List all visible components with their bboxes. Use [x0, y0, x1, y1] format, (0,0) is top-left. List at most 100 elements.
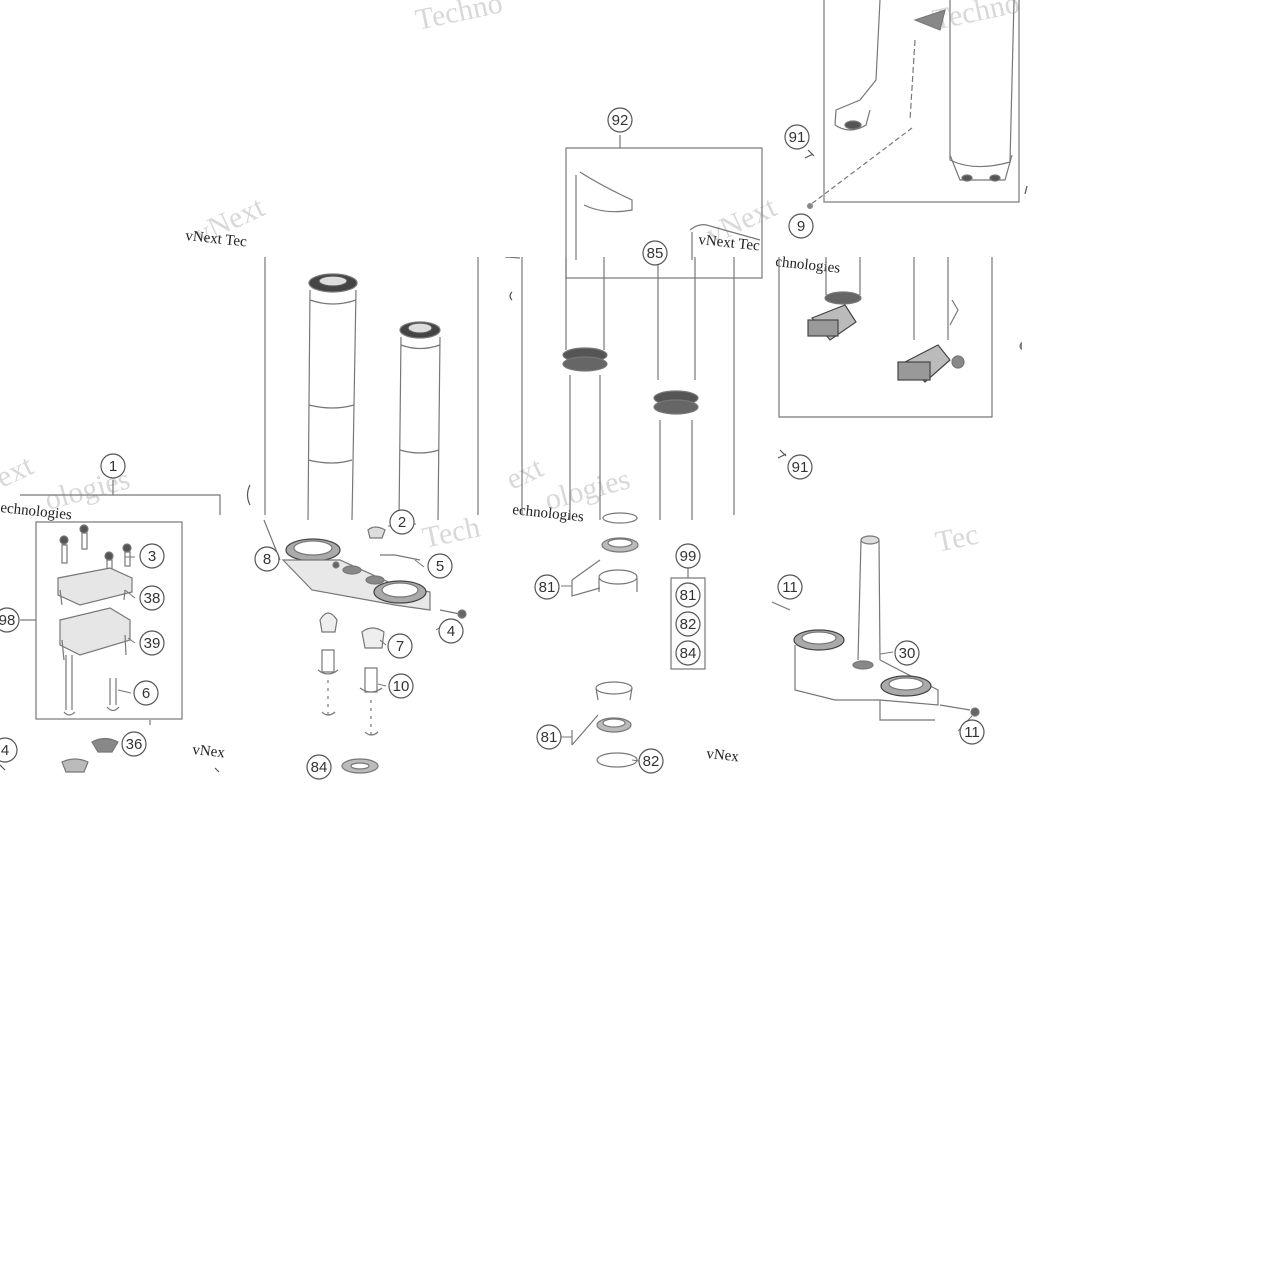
callout-label: 10: [393, 678, 410, 695]
callout-circle: [139, 630, 165, 656]
watermark-word-top: Techno: [413, 0, 506, 37]
callout-circle: [784, 124, 810, 150]
callout-circle: [306, 754, 332, 780]
callout-c99: 99: [675, 543, 701, 569]
watermark-short-right: vNex: [706, 746, 740, 765]
callout-label: 30: [899, 645, 916, 662]
callout-c36: 36: [121, 731, 147, 757]
callout-label: 3: [148, 548, 156, 565]
callout-c4a: 4: [0, 737, 18, 763]
panel-frame: [823, 0, 1020, 203]
callout-c81c: 81: [536, 724, 562, 750]
inner-tube-right: [653, 257, 699, 520]
callout-circle: [139, 585, 165, 611]
callout-circle: [100, 453, 126, 479]
callout-label: 7: [396, 638, 404, 655]
watermark-word-mid: Tech: [420, 511, 483, 555]
callout-circle: [133, 680, 159, 706]
callout-label: 82: [680, 616, 697, 633]
watermark-word-topright: Techno: [930, 0, 1023, 37]
bushing-left: [317, 649, 339, 675]
axle-clamp-right: [897, 257, 965, 383]
callout-circle: [607, 107, 633, 133]
callout-label: 38: [144, 590, 161, 607]
callout-circle: [121, 731, 147, 757]
callout-circle: [536, 724, 562, 750]
callout-c91a: 91: [784, 124, 810, 150]
callout-c81a: 81: [534, 574, 560, 600]
callout-circle: [139, 543, 165, 569]
fork-cap-panel: [565, 135, 763, 279]
callout-c84a: 84: [675, 640, 701, 666]
callout-circle: [0, 607, 20, 633]
callout-c4b: 4: [438, 618, 464, 644]
callout-label: 84: [680, 645, 697, 662]
watermark-fragment-left: vNext Tec: [185, 228, 248, 250]
callout-c10: 10: [388, 673, 414, 699]
watermark-labels: vNext Tec vNext Tec chnologies echnologi…: [0, 228, 841, 765]
watermark-ext-a: ext: [0, 449, 39, 495]
bearing-cup-upper: [319, 612, 338, 633]
callout-circle: [638, 748, 664, 774]
callout-circle: [642, 240, 668, 266]
callout-circle: [777, 574, 803, 600]
callout-label: 9: [797, 218, 805, 235]
fork-tube-assembly: [246, 257, 1022, 521]
callout-label: 11: [964, 724, 980, 741]
watermark-fragment-right: vNext Tec: [698, 232, 761, 254]
callout-label: 5: [436, 558, 444, 575]
callout-c38: 38: [139, 585, 165, 611]
callout-label: 84: [311, 759, 328, 776]
callout-c84b: 84: [306, 754, 332, 780]
callout-circle: [787, 454, 813, 480]
callout-label: 39: [144, 635, 161, 652]
upper-clamp: [57, 567, 133, 606]
callout-c11a: 11: [777, 574, 803, 600]
callout-circle: [389, 509, 415, 535]
upper-fork-leg-panel: [804, 0, 1028, 209]
callout-circle: [387, 633, 413, 659]
callout-c91b: 91: [787, 454, 813, 480]
callout-circle: [534, 574, 560, 600]
callout-circle: [675, 611, 701, 637]
callout-c82a: 82: [675, 611, 701, 637]
callout-circle: [788, 213, 814, 239]
callout-label: 36: [126, 736, 143, 753]
bushing-right: [359, 667, 383, 693]
watermark-fragment-echnologies: echnologies: [0, 500, 73, 523]
watermark-short-left: vNex: [192, 742, 226, 761]
callout-circle: [675, 640, 701, 666]
callout-c5: 5: [427, 553, 453, 579]
callout-c8: 8: [254, 546, 280, 572]
upper-triple-clamp: [771, 535, 980, 721]
callout-c30: 30: [894, 640, 920, 666]
callout-c11b: 11: [959, 719, 985, 745]
callout-circle: [388, 673, 414, 699]
callout-circle: [675, 543, 701, 569]
handlebar-clamp-kit: [0, 480, 221, 773]
callout-label: 92: [612, 112, 629, 129]
callout-label: 1: [109, 458, 117, 475]
callout-circle: [959, 719, 985, 745]
callout-circle: [0, 737, 18, 763]
watermark-word-right: Tec: [933, 518, 982, 559]
lower-triple-clamp: [263, 519, 467, 774]
callout-label: 4: [447, 623, 455, 640]
watermark-fragment-mid: echnologies: [512, 502, 585, 525]
callout-label: 91: [792, 459, 809, 476]
callout-c92: 92: [607, 107, 633, 133]
callout-label: 98: [0, 612, 15, 629]
callout-c85: 85: [642, 240, 668, 266]
callout-circle: [427, 553, 453, 579]
callout-c39: 39: [139, 630, 165, 656]
lower-clamp: [59, 607, 131, 656]
callout-label: 81: [539, 579, 556, 596]
callout-circle: [675, 582, 701, 608]
callout-label: 11: [782, 579, 798, 596]
callout-circle: [894, 640, 920, 666]
callout-label: 8: [263, 551, 271, 568]
callout-label: 85: [647, 245, 664, 262]
